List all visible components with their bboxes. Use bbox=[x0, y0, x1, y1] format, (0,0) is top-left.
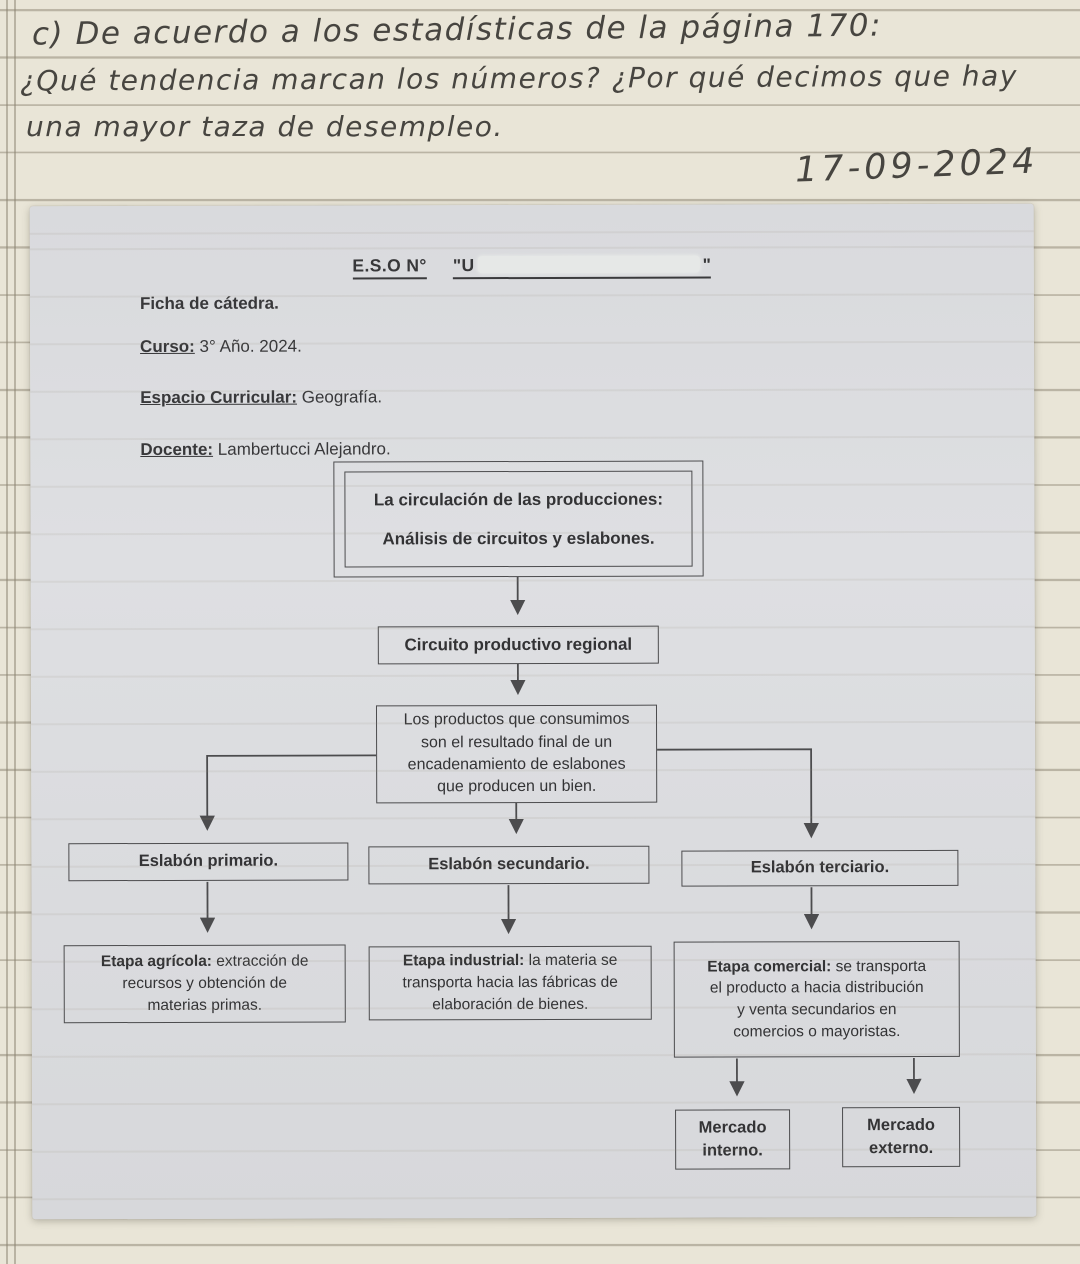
node-eslabon-primario: Eslabón primario. bbox=[68, 842, 349, 882]
handwritten-date: 17-09-2024 bbox=[793, 141, 1039, 191]
etapa-comercial-label: Etapa comercial: bbox=[707, 957, 832, 976]
curso-label: Curso: bbox=[140, 336, 195, 357]
node-mercado-interno: Mercado interno. bbox=[675, 1109, 791, 1170]
docente-value: Lambertucci Alejandro. bbox=[213, 439, 391, 459]
espacio-label: Espacio Curricular: bbox=[140, 387, 298, 408]
espacio-curricular-line: Espacio Curricular: Geografía. bbox=[140, 387, 382, 408]
school-name-prefix: E.S.O N° bbox=[352, 255, 427, 280]
margin-line bbox=[14, 0, 16, 1264]
etapa-industrial-label: Etapa industrial: bbox=[402, 952, 525, 970]
school-header: E.S.O N° "U" bbox=[30, 254, 1034, 280]
redaction-bar bbox=[477, 255, 700, 274]
margin-line bbox=[6, 0, 8, 1264]
espacio-value: Geografía. bbox=[296, 387, 383, 407]
docente-label: Docente: bbox=[140, 439, 214, 460]
flowchart-title-box: La circulación de las producciones: Anál… bbox=[333, 460, 704, 578]
node-circuito-productivo: Circuito productivo regional bbox=[377, 625, 659, 665]
node-etapa-agricola: Etapa agrícola: extracción de recursos y… bbox=[63, 944, 346, 1024]
handwritten-line-1: c) De acuerdo a los estadísticas de la p… bbox=[31, 7, 883, 53]
curso-line: Curso: 3° Año. 2024. bbox=[140, 337, 302, 357]
curso-value: 3° Año. 2024. bbox=[194, 336, 302, 356]
node-productos-descripcion: Los productos que consumimos son el resu… bbox=[375, 704, 658, 804]
arrow-productos-to-terciario bbox=[657, 748, 819, 839]
node-mercado-externo: Mercado externo. bbox=[842, 1106, 961, 1168]
flowchart-title-line1: La circulación de las producciones: bbox=[373, 489, 664, 510]
flowchart-title-inner: La circulación de las producciones: Anál… bbox=[344, 470, 693, 568]
flowchart-title-line2: Análisis de circuitos y eslabones. bbox=[382, 528, 655, 548]
handwritten-line-2: ¿Qué tendencia marcan los números? ¿Por … bbox=[19, 59, 1018, 98]
school-name-quoted: "U" bbox=[452, 254, 712, 280]
handwritten-line-3: una mayor taza de desempleo. bbox=[26, 110, 504, 143]
ficha-de-catedra: Ficha de cátedra. bbox=[139, 293, 279, 314]
docente-line: Docente: Lambertucci Alejandro. bbox=[140, 439, 390, 460]
arrow-productos-to-primario bbox=[199, 754, 377, 831]
node-eslabon-terciario: Eslabón terciario. bbox=[681, 849, 959, 887]
node-etapa-comercial: Etapa comercial: se transporta el produc… bbox=[673, 940, 960, 1058]
worksheet-sheet: E.S.O N° "U" Ficha de cátedra. Curso: 3° … bbox=[29, 203, 1037, 1220]
node-eslabon-secundario: Eslabón secundario. bbox=[368, 845, 650, 885]
node-etapa-industrial: Etapa industrial: la materia se transpor… bbox=[368, 945, 652, 1021]
etapa-agricola-label: Etapa agrícola: bbox=[100, 953, 212, 971]
